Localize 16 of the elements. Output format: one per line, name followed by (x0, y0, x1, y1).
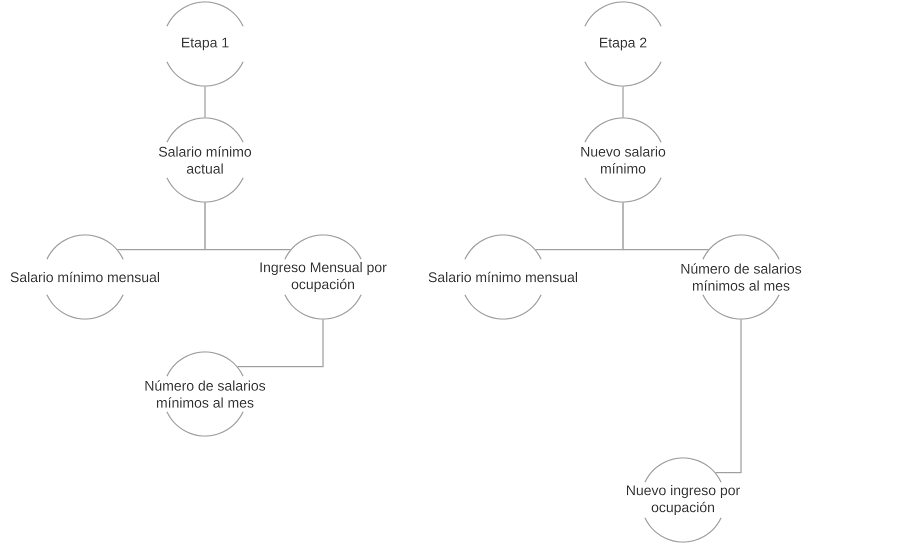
connector-line (238, 320, 324, 368)
circle-node: Salario mínimo mensual (10, 234, 160, 320)
connector-line (622, 86, 624, 118)
connector-line (622, 202, 708, 250)
circle-node: Nuevo salario mínimo (581, 117, 666, 203)
connector-line (204, 86, 206, 118)
circle-node: Nuevo ingreso por ocupación (626, 457, 740, 543)
circle-node: Etapa 1 (166, 1, 244, 87)
connector-line (716, 320, 742, 474)
circle-node: Salario mínimo mensual (428, 234, 578, 320)
circle-node: Ingreso Mensual por ocupación (260, 234, 387, 320)
circle-node: Número de salarios mínimos al mes (681, 234, 802, 320)
connector-line (204, 202, 290, 250)
circle-node: Número de salarios mínimos al mes (145, 351, 266, 437)
circle-node: Salario mínimo actual (158, 117, 252, 203)
circle-node: Etapa 2 (584, 1, 662, 87)
